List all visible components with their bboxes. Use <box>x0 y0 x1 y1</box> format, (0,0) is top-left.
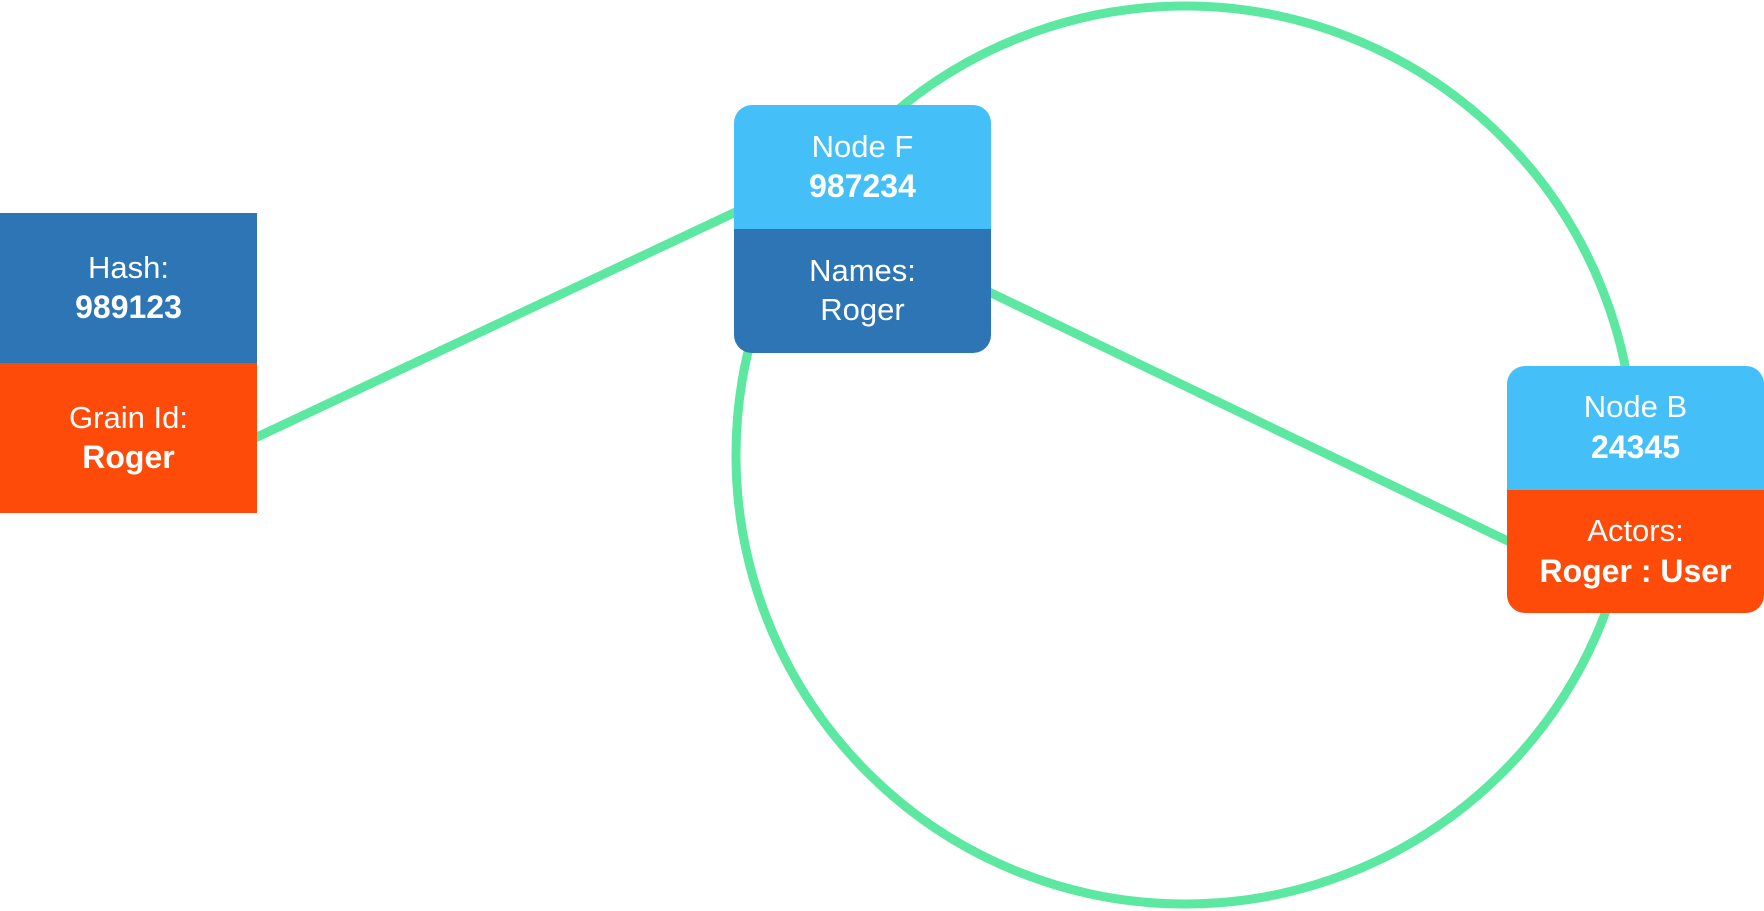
node-f-names-section: Names: Roger <box>734 229 991 353</box>
grain-hash-value: 989123 <box>75 289 182 326</box>
node-f-id: 987234 <box>809 168 916 205</box>
node-b-actors-section: Actors: Roger : User <box>1507 489 1764 613</box>
node-b-id: 24345 <box>1591 429 1680 466</box>
grain-id-label: Grain Id: <box>69 399 188 435</box>
node-f-header: Node F 987234 <box>734 105 991 229</box>
node-f-names-label: Names: <box>809 253 916 289</box>
node-b-actors-label: Actors: <box>1587 512 1684 548</box>
grain-id-section: Grain Id: Roger <box>0 363 257 513</box>
connector-grain-to-node-f <box>253 205 742 443</box>
node-f-names-value: Roger <box>820 292 905 327</box>
node-b-title: Node B <box>1583 389 1688 425</box>
grain-card: Hash: 989123 Grain Id: Roger <box>0 213 257 513</box>
grain-hash-label: Hash: <box>88 249 169 285</box>
node-b-card: Node B 24345 Actors: Roger : User <box>1507 366 1764 613</box>
connector-node-f-to-node-b <box>983 285 1514 548</box>
node-b-actors-value: Roger : User <box>1539 552 1732 589</box>
grain-hash-section: Hash: 989123 <box>0 213 257 363</box>
node-b-header: Node B 24345 <box>1507 366 1764 490</box>
node-f-title: Node F <box>811 128 914 164</box>
grain-id-value: Roger <box>82 439 175 476</box>
node-f-card: Node F 987234 Names: Roger <box>734 105 991 353</box>
